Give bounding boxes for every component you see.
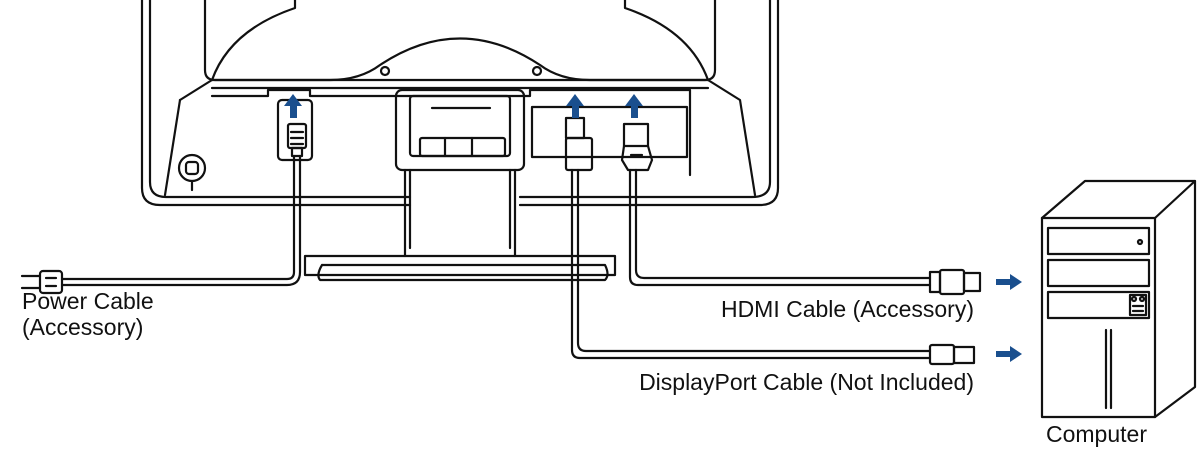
computer-label: Computer: [1046, 421, 1147, 447]
hdmi-cable-label: HDMI Cable (Accessory): [720, 296, 974, 322]
power-arrow-icon: [284, 94, 302, 118]
hdmi-cable: [620, 122, 982, 296]
monitor-back: [140, 0, 780, 282]
displayport-cable-label: DisplayPort Cable (Not Included): [639, 369, 974, 395]
hdmi-arrow-icon: [625, 94, 643, 118]
displayport-arrow-icon: [566, 94, 584, 118]
dp-right-arrow-icon: [996, 346, 1022, 362]
power-cable: [20, 122, 308, 295]
hdmi-right-arrow-icon: [996, 274, 1022, 290]
power-cable-label-line2: (Accessory): [22, 314, 144, 340]
displayport-cable: [564, 116, 976, 366]
computer-tower: [1040, 179, 1197, 419]
power-cable-label-line1: Power Cable: [22, 288, 154, 314]
power-cable-label: Power Cable (Accessory): [22, 288, 154, 340]
